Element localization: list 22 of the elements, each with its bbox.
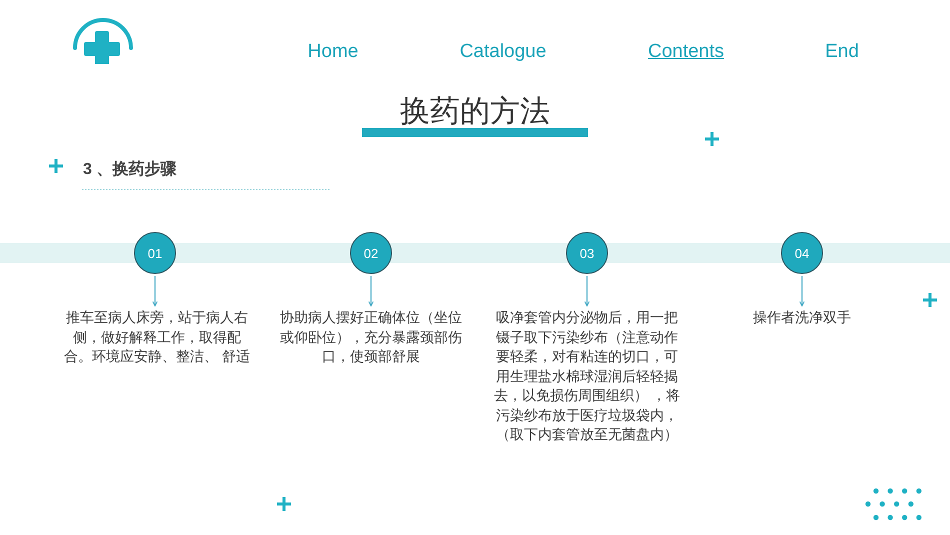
step-number: 04	[794, 246, 810, 260]
nav-link: Catalogue	[460, 40, 546, 64]
section-heading: 3 、换药步骤	[83, 160, 176, 180]
step-description: 操作者洗净双手	[709, 308, 895, 328]
slide-title: 换药的方法	[400, 96, 550, 127]
step-description: 协助病人摆好正确体位（坐位或仰卧位），充分暴露颈部伤口，使颈部舒展	[278, 308, 464, 366]
step-number: 01	[148, 246, 162, 260]
arrow	[368, 276, 374, 306]
step-number: 03	[580, 246, 594, 260]
arrow	[799, 276, 805, 306]
step-circle	[350, 232, 392, 274]
nav-link: End	[825, 40, 859, 64]
arrow	[584, 276, 590, 306]
nav-link: Home	[308, 40, 358, 64]
step-number: 02	[364, 246, 378, 260]
step-description: 吸净套管内分泌物后，用一把镊子取下污染纱布（注意动作要轻柔，对有粘连的切口，可用生理盐水棉球湿润后轻轻揭去，以免损伤周围组织） ，将污染纱布放于医疗垃圾袋内，（取下内套管放至无菌盘内）	[494, 308, 680, 444]
step-circle	[134, 232, 176, 274]
nav-link: Contents	[648, 40, 724, 64]
arrow	[152, 276, 158, 306]
step-circle	[566, 232, 608, 274]
step-circle	[781, 232, 823, 274]
step-description: 推车至病人床旁，站于病人右侧，做好解释工作，取得配合。环境应安静、整洁、 舒适	[64, 308, 250, 366]
